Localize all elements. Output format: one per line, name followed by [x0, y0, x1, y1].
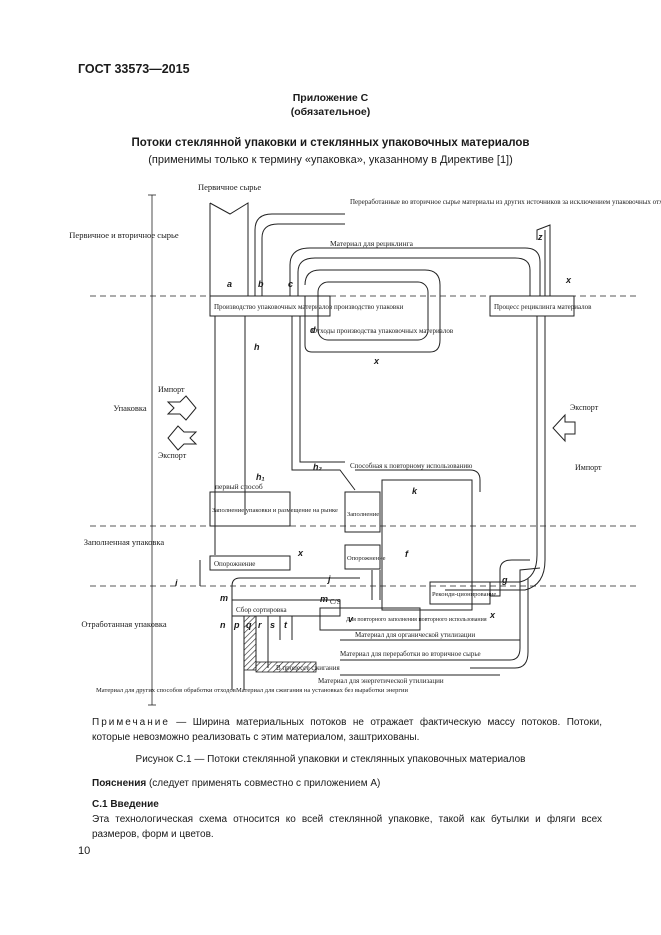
import-export-arrows — [166, 395, 576, 451]
flow-t: t — [284, 620, 288, 630]
label-recondition: Реконди-ционирование — [432, 591, 496, 598]
label-recycled-in: Переработанные во вторичное сырье матери… — [350, 198, 661, 206]
flow-a: a — [227, 279, 232, 289]
note-label: Примечание — [92, 717, 170, 728]
label-cs: C/S — [330, 598, 341, 606]
label-other: Материал для других способов обработки о… — [96, 687, 236, 694]
figure-subtitle: (применимы только к термину «упаковка», … — [148, 154, 513, 166]
label-production: Производство упаковочных материалов прои… — [214, 303, 404, 311]
flow-h: h — [254, 342, 260, 352]
figure-note: Примечание — Ширина материальных потоков… — [92, 715, 602, 745]
flow-m-mid: m — [320, 594, 328, 604]
flow-n: n — [220, 620, 226, 630]
flow-m-top: m — [220, 593, 228, 603]
stage-axis — [90, 194, 640, 706]
stage-used: Отработанная упаковка — [81, 619, 166, 629]
flow-h2: h₂ — [313, 462, 322, 472]
label-reusable: Способная к повторному использованию — [350, 462, 472, 470]
page-number: 10 — [78, 845, 91, 857]
flow-r: r — [258, 620, 262, 630]
label-filling: Заполнение упаковки и размещение на рынк… — [212, 507, 338, 514]
explanation-rest: (следует применять совместно с приложени… — [146, 778, 381, 789]
flow-v: v — [348, 614, 354, 624]
figure-title: Потоки стеклянной упаковки и стеклянных … — [131, 137, 530, 149]
flow-x-mid: x — [297, 548, 304, 558]
label-export: Экспорт — [158, 451, 187, 460]
label-raw: Первичное сырье — [198, 182, 261, 192]
appendix-title: Приложение С — [292, 92, 369, 104]
label-import: Импорт — [158, 385, 185, 394]
flow-g: g — [501, 575, 508, 585]
flow-x-right: x — [489, 610, 496, 620]
stage-packaging: Упаковка — [113, 403, 147, 413]
label-emptying2: Опорожнение — [347, 555, 386, 562]
label-sorting: Сбор сортировка — [236, 606, 287, 614]
section-heading: С.1 Введение — [92, 799, 159, 810]
label-for-reuse: Для повторного заполнения повторного исп… — [346, 617, 487, 623]
intro-paragraph: Эта технологическая схема относится ко в… — [92, 814, 602, 840]
flow-b: b — [258, 279, 264, 289]
label-recycling-material: Материал для рециклинга — [330, 239, 414, 248]
flow-i: i — [175, 578, 178, 588]
flow-pipes — [199, 202, 575, 690]
explanation-line: Пояснения (следует применять совместно с… — [92, 778, 380, 789]
flow-x-top: x — [565, 275, 572, 285]
flow-s: s — [270, 620, 275, 630]
label-import-right: Импорт — [575, 463, 602, 472]
flow-q: q — [246, 620, 252, 630]
explanation-bold: Пояснения — [92, 778, 147, 789]
label-recycling-raw: Материал для переработки во вторичное сы… — [340, 650, 481, 658]
figure-caption: Рисунок С.1 — Потоки стеклянной упаковки… — [135, 754, 526, 765]
label-recycling-process: Процесс рециклинга материалов — [494, 303, 592, 311]
flow-p: p — [233, 620, 240, 630]
hatched-flows — [243, 615, 317, 673]
label-first-way: первый способ — [215, 482, 263, 491]
flow-z: z — [537, 232, 543, 242]
appendix-status: (обязательное) — [290, 106, 371, 118]
label-filling2: Заполнение — [347, 511, 379, 518]
flow-x-waste: x — [373, 356, 380, 366]
label-organic: Материал для органической утилизации — [355, 631, 475, 639]
appendix-heading: Приложение С (обязательное) — [0, 91, 661, 119]
label-energy: Материал для энергетической утилизации — [318, 677, 444, 685]
label-prod-waste: Отходы производства упаковочных материал… — [312, 327, 454, 335]
label-burn: Материал для сжигания на установках без … — [236, 687, 409, 694]
label-emptying: Опорожнение — [214, 560, 255, 568]
flow-h1: h₁ — [256, 472, 265, 482]
note-text: — Ширина материальных потоков не отражае… — [92, 717, 602, 743]
standard-number: ГОСТ 33573—2015 — [78, 62, 190, 76]
flow-d: d — [310, 325, 316, 335]
label-export-right: Экспорт — [570, 403, 599, 412]
flow-c: c — [288, 279, 293, 289]
flow-f: f — [405, 549, 409, 559]
flow-j: j — [327, 574, 331, 584]
stage-filled: Заполненная упаковка — [84, 537, 165, 547]
label-incineration: В процессе сжигания — [276, 664, 341, 672]
flow-diagram: Первичное и вторичное сырье Упаковка Зап… — [69, 182, 661, 706]
flow-k: k — [412, 486, 418, 496]
stage-primary: Первичное и вторичное сырье — [69, 230, 179, 240]
